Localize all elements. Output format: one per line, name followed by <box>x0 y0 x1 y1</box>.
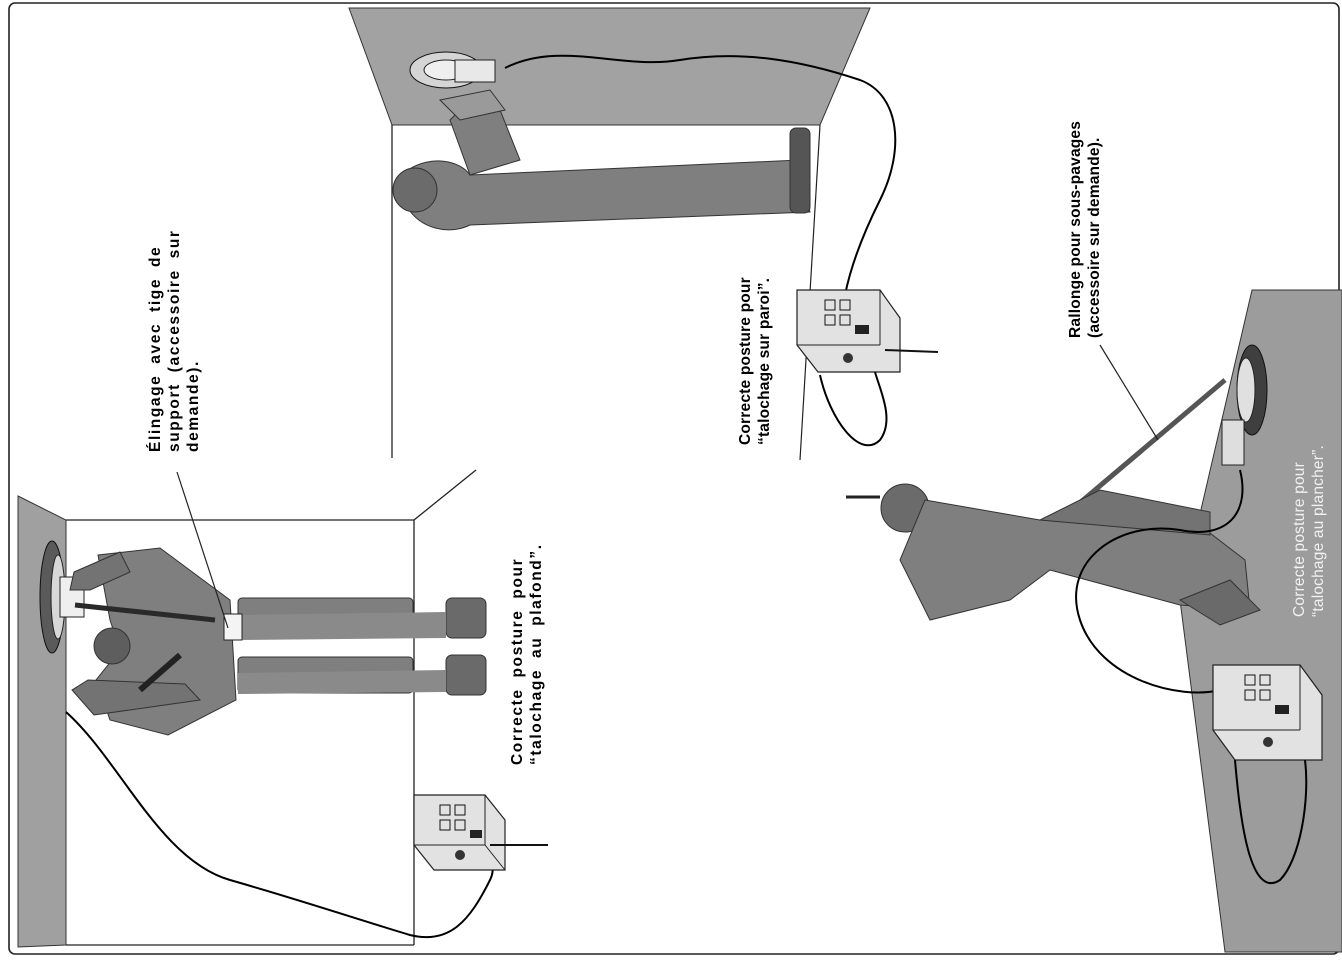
ceiling-worker <box>70 548 486 735</box>
wall-scene <box>349 8 938 460</box>
extension-pointer <box>1100 345 1158 440</box>
caption-extension: Rallonge pour sous-pavages (accessoire s… <box>1066 121 1104 338</box>
caption-wall-line1: Correcte posture pour <box>736 277 755 445</box>
caption-ceiling-line2: “talochage au plafond”. <box>527 543 546 765</box>
caption-slinging-line1: Élingage avec tige de <box>146 229 165 452</box>
caption-extension-line2: (accessoire sur demande). <box>1085 121 1104 338</box>
caption-ceiling-line1: Correcte posture pour <box>508 543 527 765</box>
caption-slinging-line3: demande). <box>184 229 203 452</box>
caption-floor: Correcte posture pour “talochage au plan… <box>1290 445 1328 617</box>
caption-wall-line2: “talochage sur paroi”. <box>755 277 774 445</box>
caption-slinging: Élingage avec tige de support (accessoir… <box>146 229 203 452</box>
floor-scene <box>846 290 1342 952</box>
control-unit <box>414 795 548 870</box>
caption-wall: Correcte posture pour “talochage sur par… <box>736 277 774 445</box>
page-frame <box>9 3 1339 954</box>
control-unit <box>797 290 938 445</box>
caption-ceiling: Correcte posture pour “talochage au plaf… <box>508 543 546 765</box>
ceiling-scene <box>18 470 548 947</box>
caption-extension-line1: Rallonge pour sous-pavages <box>1066 121 1085 338</box>
caption-slinging-line2: support (accessoire sur <box>165 229 184 452</box>
caption-floor-line1: Correcte posture pour <box>1290 445 1309 617</box>
caption-floor-line2: “talochage au plancher”. <box>1309 445 1328 617</box>
